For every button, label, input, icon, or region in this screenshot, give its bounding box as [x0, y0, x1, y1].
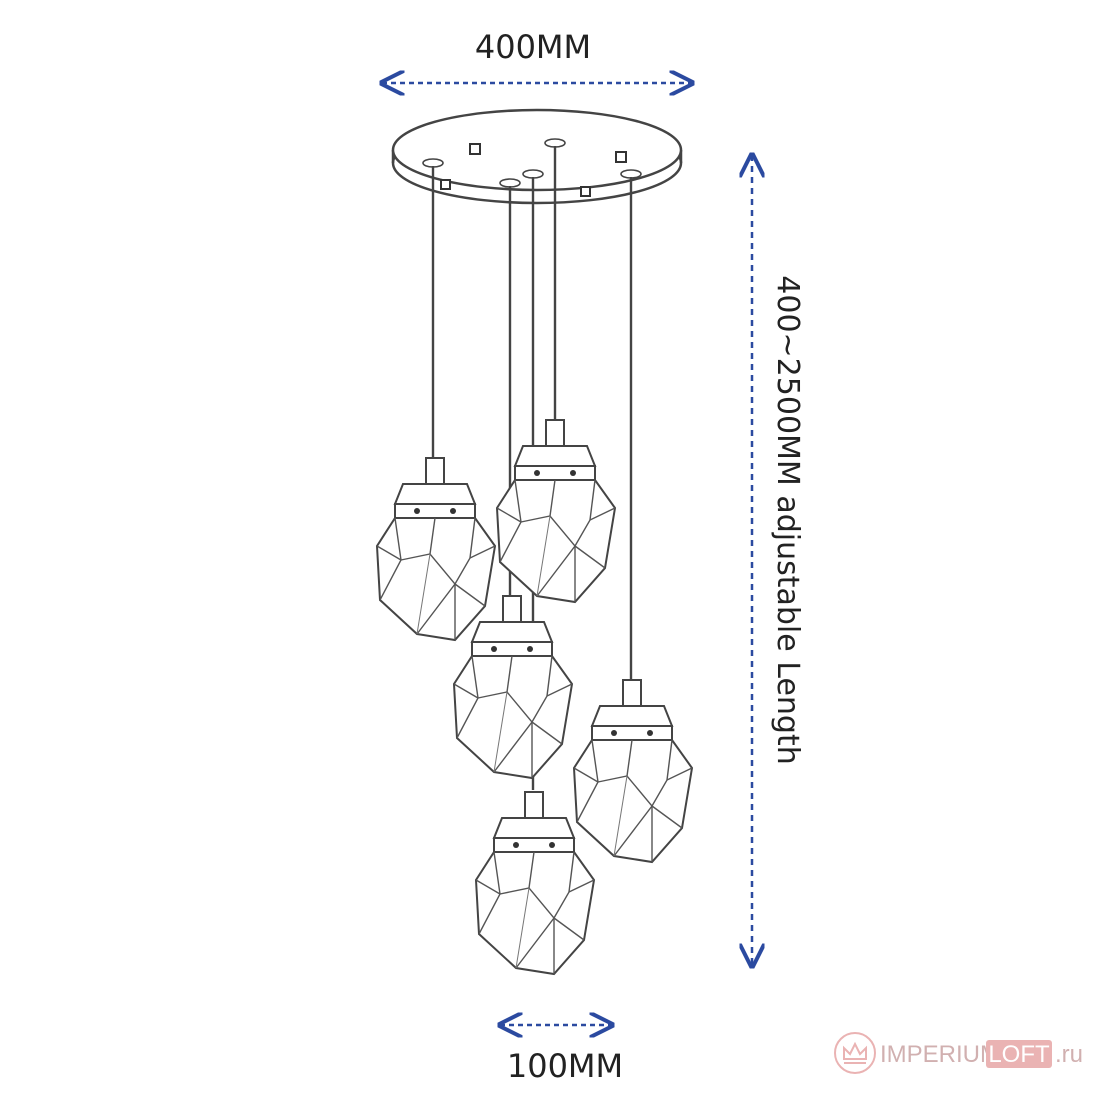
ceiling-canopy: [391, 108, 683, 205]
canopy-width-label: 400MM: [475, 28, 591, 66]
watermark-brand-highlight: LOFT: [988, 1041, 1050, 1068]
crown-emblem-icon: [834, 1032, 876, 1074]
watermark-brand-main: IMPERIUM: [880, 1041, 1000, 1068]
pendant-shade: [496, 419, 616, 603]
shade-width-dimension: 100MM: [500, 1025, 623, 1085]
drop-length-label: 400~2500MM adjustable Length: [770, 275, 805, 764]
pendant-shade: [376, 457, 496, 641]
brand-watermark: IMPERIUM LOFT .ru: [834, 1032, 1083, 1074]
watermark-domain-suffix: .ru: [1055, 1041, 1083, 1068]
shade-width-label: 100MM: [507, 1047, 623, 1085]
drop-length-dimension: 400~2500MM adjustable Length: [752, 155, 805, 966]
pendant-shade: [573, 679, 693, 863]
canopy-width-dimension: 400MM: [382, 28, 692, 83]
pendant-shade: [453, 595, 573, 779]
